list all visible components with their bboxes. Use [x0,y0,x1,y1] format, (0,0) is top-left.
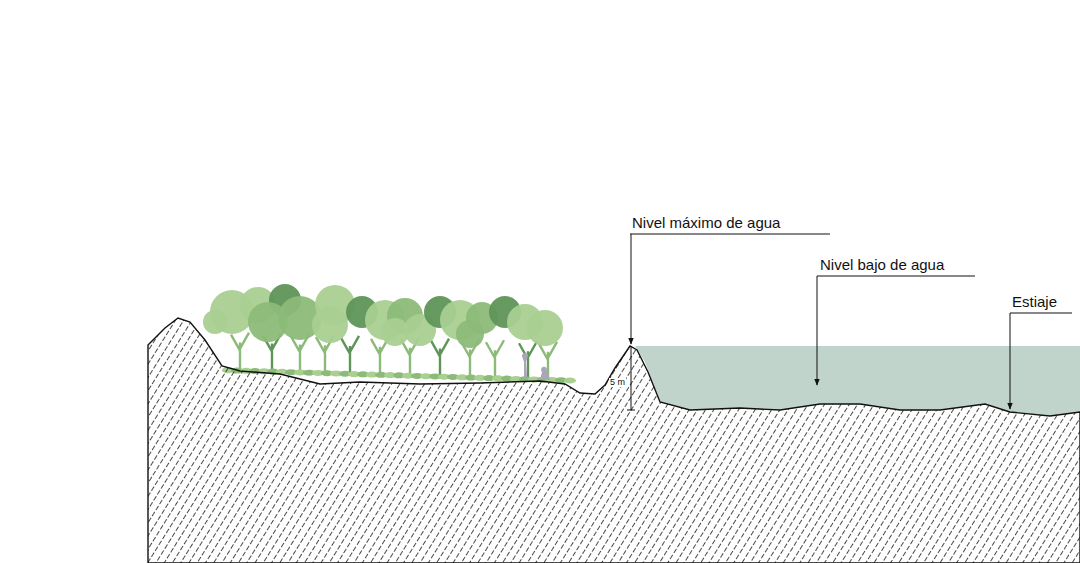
tree-canopy [527,310,563,346]
tree-trunk [539,342,557,382]
person-figure [540,367,550,380]
tree-canopy [381,318,409,346]
ground-profile [148,318,1080,563]
tree-trunk [431,339,449,379]
dimension-tick [627,410,635,411]
tree-trunk [291,334,309,374]
leader-line [631,234,632,344]
tree-canopy [312,307,348,343]
dimension-label: 5 m [609,378,626,387]
tree-trunk [231,333,249,373]
person-figure [522,353,528,378]
dimension-line [627,346,635,410]
dimension-stroke [631,346,632,410]
tree-trunk [486,340,504,380]
water-level-label: Nivel máximo de agua [632,215,780,230]
tree-group [203,284,576,384]
water-level-label: Nivel bajo de agua [820,257,944,272]
leader-line [1010,313,1011,409]
undergrowth [564,378,576,384]
tree-trunk [519,341,537,381]
leader-line [817,276,818,385]
leader-underline [1010,313,1072,314]
leader-underline [817,276,975,277]
water-level-label: Estiaje [1012,294,1057,309]
leader-underline [630,234,830,235]
tree-canopy [456,320,484,348]
leader-lines [630,234,1072,409]
tree-canopy [203,310,227,334]
tree-trunk [341,336,359,376]
